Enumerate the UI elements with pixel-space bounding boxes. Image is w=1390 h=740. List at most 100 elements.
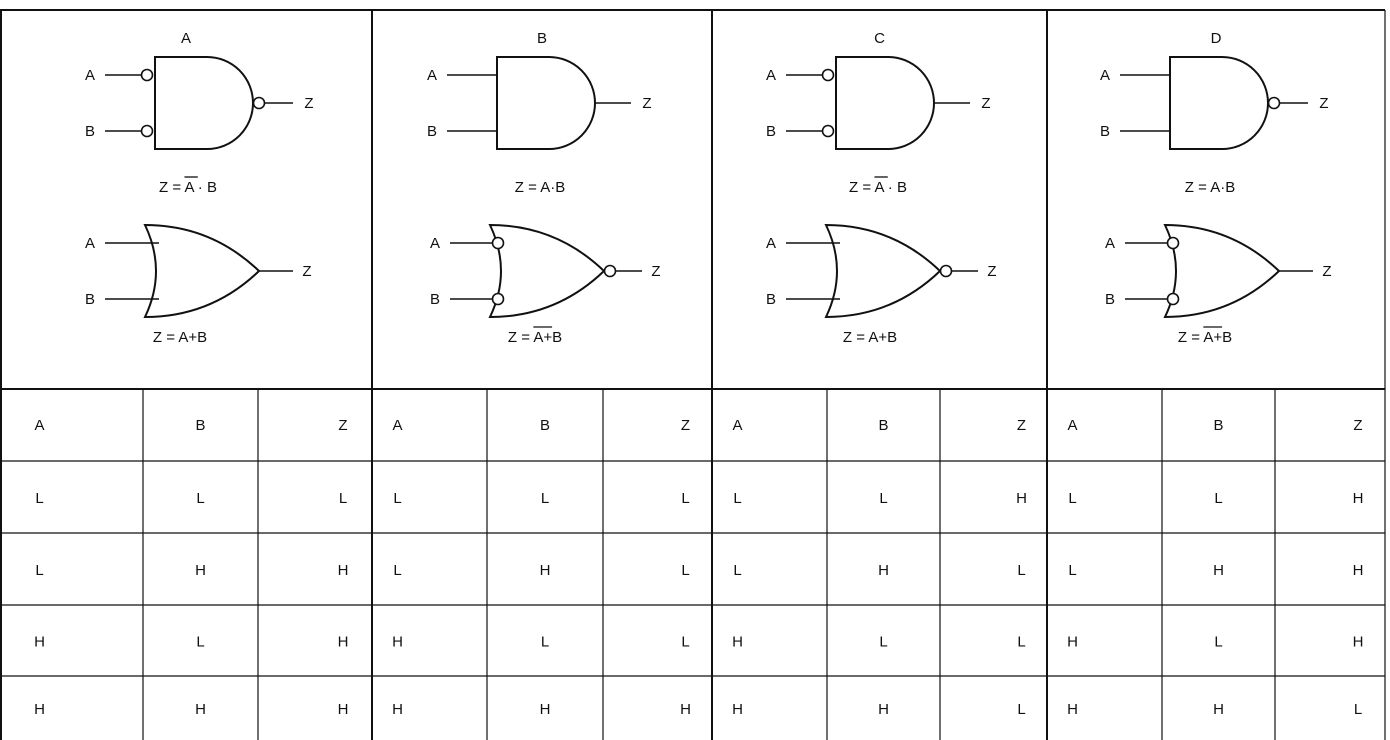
column-header: Z xyxy=(1017,417,1026,434)
table-cell: H xyxy=(1213,701,1224,718)
input-label: B xyxy=(1105,291,1115,308)
input-label: A xyxy=(766,235,776,252)
table-cell: L xyxy=(1354,701,1362,718)
and-equation: Z = A · B xyxy=(159,179,217,196)
inversion-bubble xyxy=(140,124,154,138)
table-cell: H xyxy=(1016,490,1027,507)
input-label: B xyxy=(766,123,776,140)
column-header: B xyxy=(195,417,205,434)
output-label: Z xyxy=(642,95,651,112)
table-cell: L xyxy=(393,490,401,507)
table-cell: L xyxy=(879,634,887,651)
input-label: B xyxy=(1100,123,1110,140)
inversion-bubble xyxy=(603,264,617,278)
table-cell: L xyxy=(1017,562,1025,579)
inversion-bubble xyxy=(1166,292,1180,306)
panel-title: A xyxy=(181,30,191,47)
table-cell: L xyxy=(541,490,549,507)
table-cell: H xyxy=(1353,562,1364,579)
table-cell: H xyxy=(338,701,349,718)
table-cell: H xyxy=(1067,701,1078,718)
input-label: A xyxy=(1100,67,1110,84)
inversion-bubble xyxy=(491,292,505,306)
output-label: Z xyxy=(304,95,313,112)
input-label: A xyxy=(1105,235,1115,252)
table-cell: L xyxy=(733,562,741,579)
table-cell: L xyxy=(196,634,204,651)
table-cell: H xyxy=(1353,490,1364,507)
input-label: A xyxy=(430,235,440,252)
and-equation: Z = A·B xyxy=(515,179,565,196)
table-cell: L xyxy=(681,634,689,651)
table-cell: L xyxy=(1017,634,1025,651)
inversion-bubble xyxy=(939,264,953,278)
and-gate-body xyxy=(496,56,596,150)
and-gate-body xyxy=(154,56,254,150)
table-cell: L xyxy=(1068,490,1076,507)
table-cell: L xyxy=(681,562,689,579)
table-cell: L xyxy=(339,490,347,507)
input-label: B xyxy=(427,123,437,140)
output-label: Z xyxy=(1322,263,1331,280)
or-gate-body xyxy=(1163,223,1281,319)
output-label: Z xyxy=(1319,95,1328,112)
inversion-bubble xyxy=(1166,236,1180,250)
input-label: B xyxy=(766,291,776,308)
table-cell: L xyxy=(541,634,549,651)
inversion-bubble xyxy=(821,124,835,138)
table-cell: H xyxy=(338,634,349,651)
output-label: Z xyxy=(987,263,996,280)
and-gate-body xyxy=(835,56,935,150)
or-equation: Z = A+B xyxy=(843,329,897,346)
column-header: B xyxy=(1213,417,1223,434)
column-header: Z xyxy=(681,417,690,434)
table-cell: L xyxy=(733,490,741,507)
panel-title: B xyxy=(537,30,547,47)
column-header: B xyxy=(878,417,888,434)
column-header: B xyxy=(540,417,550,434)
table-cell: L xyxy=(1068,562,1076,579)
or-gate-body xyxy=(488,223,606,319)
panel-title: D xyxy=(1211,30,1222,47)
input-label: A xyxy=(766,67,776,84)
panel-title: C xyxy=(874,30,885,47)
or-equation: Z = A+B xyxy=(153,329,207,346)
table-cell: H xyxy=(732,701,743,718)
table-cell: H xyxy=(540,701,551,718)
input-label: B xyxy=(85,123,95,140)
table-cell: H xyxy=(1067,634,1078,651)
inversion-bubble xyxy=(140,68,154,82)
table-cell: H xyxy=(392,701,403,718)
table-cell: L xyxy=(1214,490,1222,507)
column-header: A xyxy=(1067,417,1077,434)
input-label: A xyxy=(427,67,437,84)
column-header: Z xyxy=(338,417,347,434)
output-label: Z xyxy=(981,95,990,112)
table-cell: L xyxy=(393,562,401,579)
and-equation: Z = A · B xyxy=(849,179,907,196)
table-cell: H xyxy=(195,562,206,579)
output-label: Z xyxy=(302,263,311,280)
table-cell: L xyxy=(35,490,43,507)
or-equation: Z = A+B xyxy=(508,329,562,346)
table-cell: L xyxy=(1017,701,1025,718)
column-header: A xyxy=(732,417,742,434)
input-label: A xyxy=(85,235,95,252)
column-header: Z xyxy=(1353,417,1362,434)
table-cell: H xyxy=(338,562,349,579)
output-label: Z xyxy=(651,263,660,280)
table-cell: L xyxy=(196,490,204,507)
table-cell: H xyxy=(392,634,403,651)
chart-grid xyxy=(0,9,1386,740)
inversion-bubble xyxy=(491,236,505,250)
input-label: B xyxy=(85,291,95,308)
gate-panels: A A B Z Z = A · B A B Z Z = A+B B A B Z Z = A·B A B Z Z =… xyxy=(85,30,1332,346)
gate-panel-c: C A B Z Z = A · B A B Z Z = A+B xyxy=(766,30,997,346)
